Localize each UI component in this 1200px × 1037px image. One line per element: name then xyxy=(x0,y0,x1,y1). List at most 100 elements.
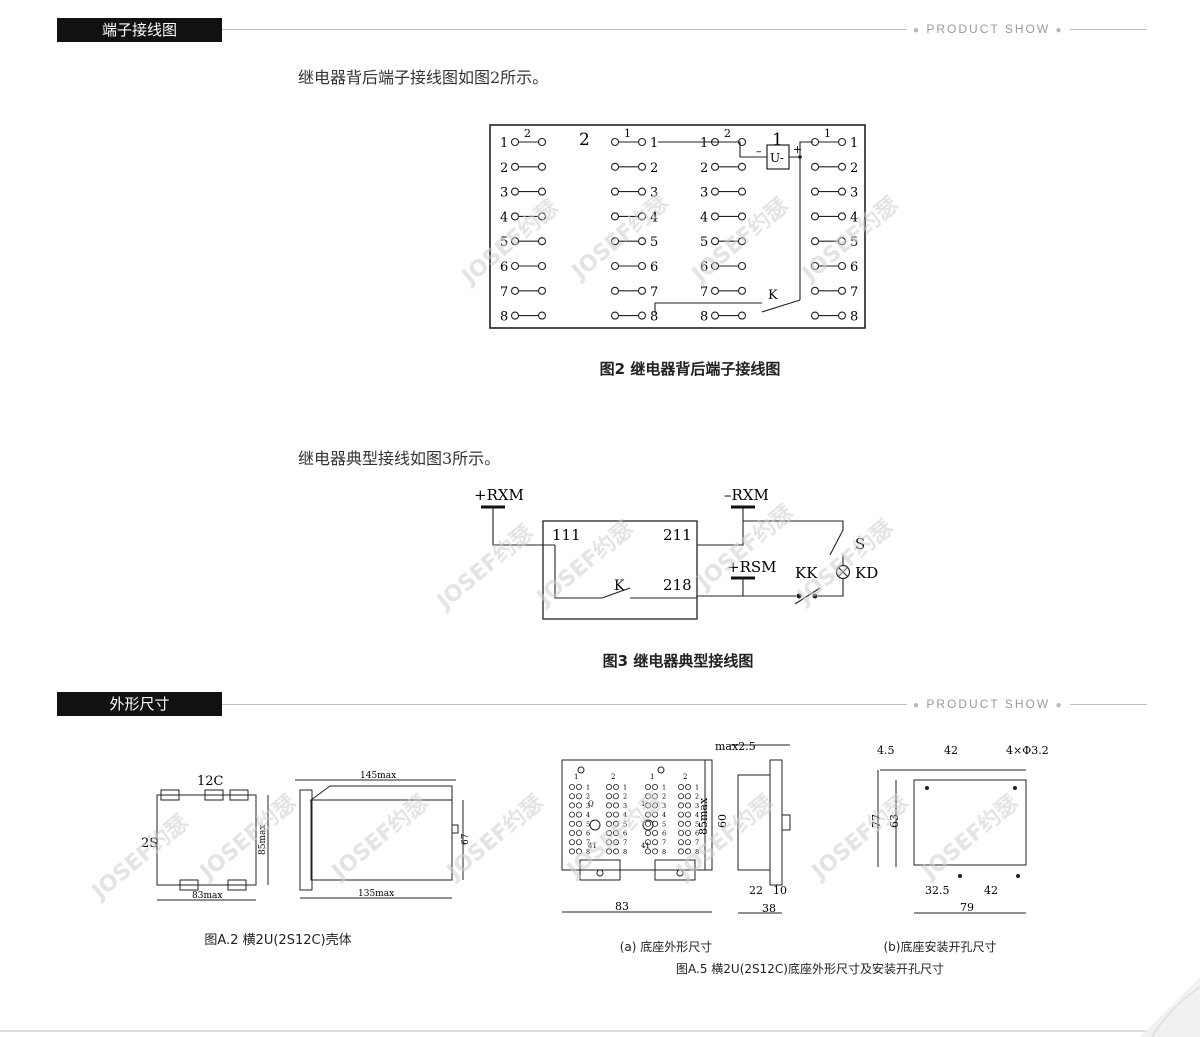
terminal-lug xyxy=(179,879,199,891)
pin-hole xyxy=(606,793,613,800)
pin-row-label: 3 xyxy=(586,802,590,810)
dim-85max: 85max xyxy=(258,825,268,855)
column-top-label: 1 xyxy=(824,127,831,140)
terminal-number: 1 xyxy=(700,136,708,151)
terminal-pair: 4 xyxy=(610,210,658,225)
terminal-lug xyxy=(204,789,224,801)
pin-hole xyxy=(652,802,659,809)
dim-max25: max2.5 xyxy=(715,740,756,753)
dot-icon: ● xyxy=(913,25,922,36)
terminal-pair: 6 xyxy=(700,260,747,275)
plus-rxm-label: +RXM xyxy=(474,486,524,504)
terminal-pair: 3 xyxy=(610,186,658,201)
terminal-111: 111 xyxy=(552,526,581,544)
column-top-label: 2 xyxy=(724,127,731,140)
terminal-pair: 1 xyxy=(500,136,547,151)
terminal-pair: 7 xyxy=(500,285,547,300)
pin-row-label: 6 xyxy=(695,830,699,838)
pin-column-label: 2 xyxy=(611,773,615,781)
kk-contact-dot xyxy=(796,593,802,599)
group-label-2: 2 xyxy=(579,130,590,150)
dim-4-5: 4.5 xyxy=(877,744,895,757)
pin-row-label: 5 xyxy=(695,820,699,828)
dim-135max: 135max xyxy=(358,889,394,899)
intro-text-fig2: 继电器背后端子接线图如图2所示。 xyxy=(298,68,549,87)
pin-hole xyxy=(569,820,576,827)
terminal-lug xyxy=(160,789,180,801)
pin-row-label: 6 xyxy=(623,830,627,838)
pin-row-label: 5 xyxy=(586,820,590,828)
pin-row-label: 3 xyxy=(662,802,666,810)
pin-hole xyxy=(685,784,692,791)
pin-hole xyxy=(652,830,659,837)
pin-hole xyxy=(606,848,613,855)
pin-row-label: 6 xyxy=(586,830,590,838)
terminal-number: 8 xyxy=(500,310,508,325)
terminal-number: 2 xyxy=(650,161,658,176)
terminal-number: 8 xyxy=(850,310,858,325)
pin-row-label: 1 xyxy=(623,784,627,792)
pin-hole xyxy=(685,811,692,818)
pin-column-label: 1 xyxy=(574,773,578,781)
terminal-board-frame xyxy=(489,124,866,329)
product-show-text: PRODUCT SHOW xyxy=(926,697,1051,711)
pin-hole xyxy=(652,839,659,846)
kd-label: KD xyxy=(855,564,878,582)
terminal-211: 211 xyxy=(663,526,692,544)
pin-row-label: 3 xyxy=(695,802,699,810)
pin-hole xyxy=(606,820,613,827)
terminal-number: 5 xyxy=(850,235,858,250)
pin-row-label: 1 xyxy=(695,784,699,792)
terminal-pair: 5 xyxy=(610,235,658,250)
base-side-body xyxy=(737,774,771,871)
terminal-lug xyxy=(229,789,249,801)
pin-column-label: 1 xyxy=(650,773,654,781)
terminal-number: 3 xyxy=(500,186,508,201)
terminal-number: 8 xyxy=(700,310,708,325)
pin-hole xyxy=(685,793,692,800)
pin-row-label: 7 xyxy=(695,839,699,847)
intro-text-fig3: 继电器典型接线如图3所示。 xyxy=(298,449,501,468)
terminal-number: 2 xyxy=(850,161,858,176)
terminal-pair: 4 xyxy=(500,210,547,225)
terminal-pair: 5 xyxy=(810,235,858,250)
figA2-caption: 图A.2 横2U(2S12C)壳体 xyxy=(204,933,352,948)
terminal-number: 6 xyxy=(850,260,858,275)
pin-row-label: 4 xyxy=(662,811,666,819)
terminal-number: 4 xyxy=(700,210,708,225)
page-bottom-rule xyxy=(0,1030,1200,1032)
terminal-218: 218 xyxy=(663,576,692,594)
label-2s: 2S xyxy=(141,836,158,851)
kk-blade xyxy=(794,587,821,605)
pin-hole xyxy=(613,784,620,791)
pin-hole xyxy=(576,811,583,818)
terminal-number: 7 xyxy=(650,285,658,300)
dim-10: 10 xyxy=(773,884,787,897)
terminal-pair: 8 xyxy=(810,310,858,325)
dim-77: 77 xyxy=(870,814,883,828)
pin-row-label: 8 xyxy=(695,848,699,856)
pin-hole xyxy=(569,839,576,846)
base-outline xyxy=(561,759,713,871)
terminal-pair: 6 xyxy=(810,260,858,275)
plus-sign: + xyxy=(793,143,802,156)
column-top-label: 1 xyxy=(624,127,631,140)
pin-hole xyxy=(685,830,692,837)
pin-hole xyxy=(678,802,685,809)
pin-row-label: 3 xyxy=(623,802,627,810)
k-label: K xyxy=(768,288,778,303)
terminal-pair: 4 xyxy=(700,210,747,225)
dim-145max: 145max xyxy=(360,771,396,781)
casing-side-view xyxy=(310,799,453,881)
figA5-sub-a: (a) 底座外形尺寸 xyxy=(619,940,713,954)
terminal-number: 1 xyxy=(650,136,658,151)
label-12c: 12C xyxy=(197,774,224,789)
plus-rsm-label: +RSM xyxy=(727,558,777,576)
pin-row-label: 4 xyxy=(586,811,590,819)
terminal-pair: 8 xyxy=(500,310,547,325)
pin-hole xyxy=(576,830,583,837)
pin-row-label: 2 xyxy=(662,793,666,801)
pin-hole xyxy=(576,820,583,827)
terminal-pair: 7 xyxy=(610,285,658,300)
pin-hole xyxy=(645,811,652,818)
